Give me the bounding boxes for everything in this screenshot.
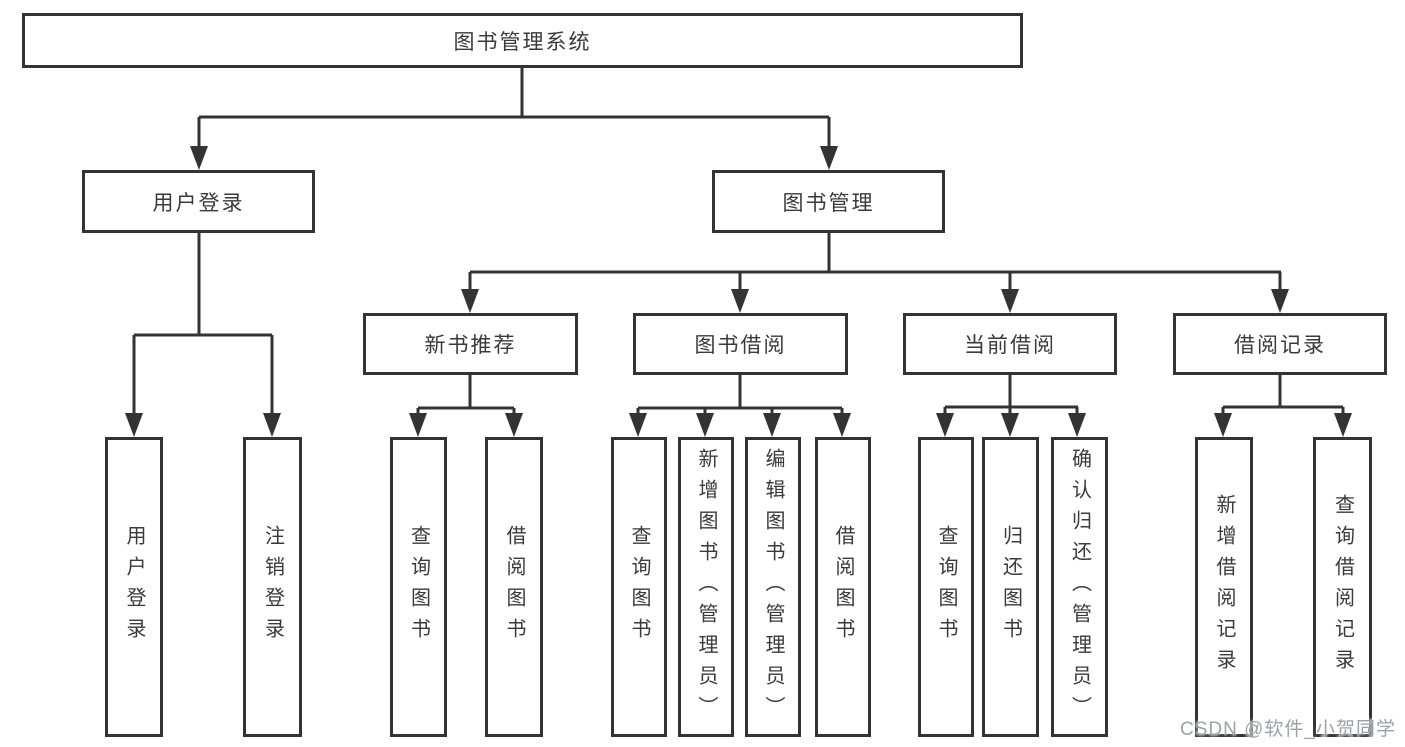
leaf-query-borrow-record: 查询借阅记录 [1313, 437, 1372, 737]
node-library-system-label: 图书管理系统 [453, 30, 592, 54]
node-current-borrow-label: 当前借阅 [964, 334, 1056, 357]
node-new-book-recommend: 新书推荐 [363, 313, 578, 375]
leaf-query-book-borrow: 查询图书 [611, 437, 667, 737]
node-library-system: 图书管理系统 [22, 13, 1023, 68]
leaf-add-book-admin: 新增图书（管理员） [678, 437, 734, 737]
watermark: CSDN @软件_小贺同学 [1180, 719, 1396, 740]
node-new-book-recommend-label: 新书推荐 [424, 334, 517, 357]
node-user-login: 用户登录 [82, 170, 315, 233]
arrowheads [125, 146, 1352, 437]
leaf-edit-book-admin: 编辑图书（管理员） [745, 437, 801, 737]
leaf-user-login: 用户登录 [105, 437, 163, 737]
node-user-login-label: 用户登录 [152, 191, 245, 215]
leaf-query-book-recommend: 查询图书 [390, 437, 447, 737]
node-book-borrow-label: 图书借阅 [694, 334, 787, 357]
node-borrow-records: 借阅记录 [1173, 313, 1387, 375]
leaf-add-borrow-record: 新增借阅记录 [1195, 437, 1253, 737]
leaf-logout-login: 注销登录 [243, 437, 302, 737]
leaf-query-book-current: 查询图书 [918, 437, 974, 737]
leaf-borrow-book: 借阅图书 [815, 437, 871, 737]
leaf-borrow-book-recommend: 借阅图书 [485, 437, 543, 737]
node-current-borrow: 当前借阅 [903, 313, 1117, 375]
node-book-management: 图书管理 [712, 170, 945, 233]
leaf-confirm-return-admin: 确认归还（管理员） [1051, 437, 1108, 737]
node-book-borrow: 图书借阅 [633, 313, 848, 375]
node-borrow-records-label: 借阅记录 [1234, 334, 1326, 357]
leaf-return-book: 归还图书 [982, 437, 1039, 737]
node-book-management-label: 图书管理 [782, 191, 875, 215]
